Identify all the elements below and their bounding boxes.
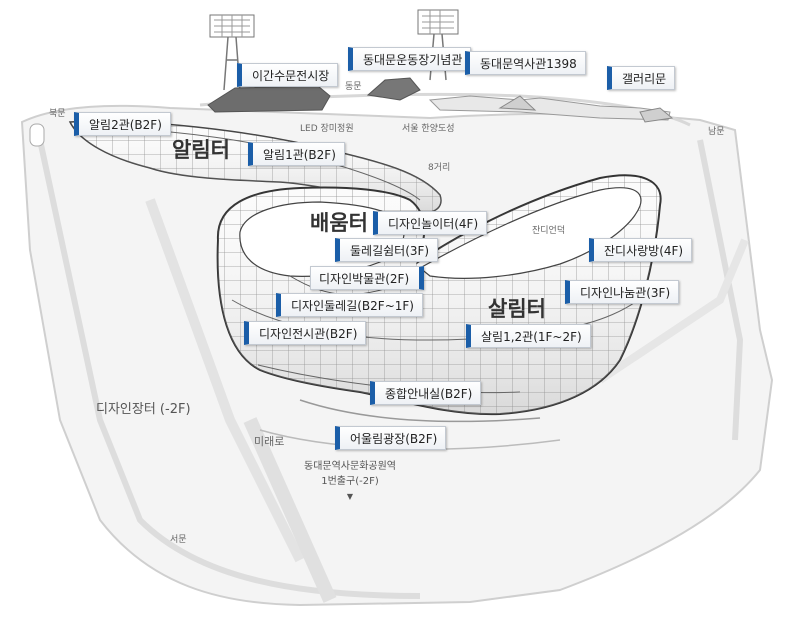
label-salim12[interactable]: 살림1,2관(1F~2F) <box>466 324 591 348</box>
zone-baeumteo: 배움터 <box>310 211 368 235</box>
label-dongdaemun-history[interactable]: 동대문역사관1398 <box>465 51 586 75</box>
zone-salimteo: 살림터 <box>488 297 546 321</box>
east-gate-text: 동문 <box>345 82 362 92</box>
label-alim2[interactable]: 알림2관(B2F) <box>74 112 171 136</box>
label-oulrim-plaza[interactable]: 어울림광장(B2F) <box>335 426 447 450</box>
label-design-dulle[interactable]: 디자인둘레길(B2F~1F) <box>276 293 423 317</box>
label-alim1[interactable]: 알림1관(B2F) <box>248 142 345 166</box>
stadium-memorial-building <box>366 77 421 101</box>
design-market-text: 디자인장터 (-2F) <box>96 402 191 417</box>
label-design-sharing[interactable]: 디자인나눔관(3F) <box>565 280 680 304</box>
label-igansu-exhibition[interactable]: 이간수문전시장 <box>237 63 339 87</box>
jandi-hill-text: 잔디언덕 <box>532 226 566 236</box>
label-design-museum[interactable]: 디자인박물관(2F) <box>310 266 425 290</box>
label-jandi-room[interactable]: 잔디사랑방(4F) <box>589 238 693 262</box>
zone-alimteo: 알림터 <box>172 138 230 162</box>
label-dulle-rest[interactable]: 둘레길쉼터(3F) <box>335 238 439 262</box>
down-arrow-icon: ▼ <box>346 492 354 501</box>
label-design-playground[interactable]: 디자인놀이터(4F) <box>373 211 488 235</box>
station-exit-text: 동대문역사문화공원역 1번출구(-2F) ▼ <box>290 459 410 504</box>
north-gate-text: 북문 <box>49 109 66 119</box>
label-info-center[interactable]: 종합안내실(B2F) <box>370 381 482 405</box>
salimteo-courtyard <box>418 187 642 279</box>
station-exit-number-text: 1번출구(-2F) <box>321 476 379 487</box>
mirae-ro-text: 미래로 <box>254 435 285 448</box>
led-garden-text: LED 장미정원 <box>300 124 354 134</box>
label-design-exhibition[interactable]: 디자인전시관(B2F) <box>244 321 367 345</box>
label-gallery-gate[interactable]: 갤러리문 <box>607 66 676 90</box>
south-gate-text: 남문 <box>708 127 725 137</box>
station-name-text: 동대문역사문화공원역 <box>304 461 396 472</box>
floodlight-tower-icon <box>209 14 255 91</box>
igansu-building <box>207 85 331 113</box>
crossroad-text: 8거리 <box>428 163 451 173</box>
seoul-fortress-text: 서울 한양도성 <box>402 124 455 134</box>
west-gate-text: 서문 <box>170 535 187 545</box>
label-stadium-memorial[interactable]: 동대문운동장기념관 <box>348 47 472 71</box>
